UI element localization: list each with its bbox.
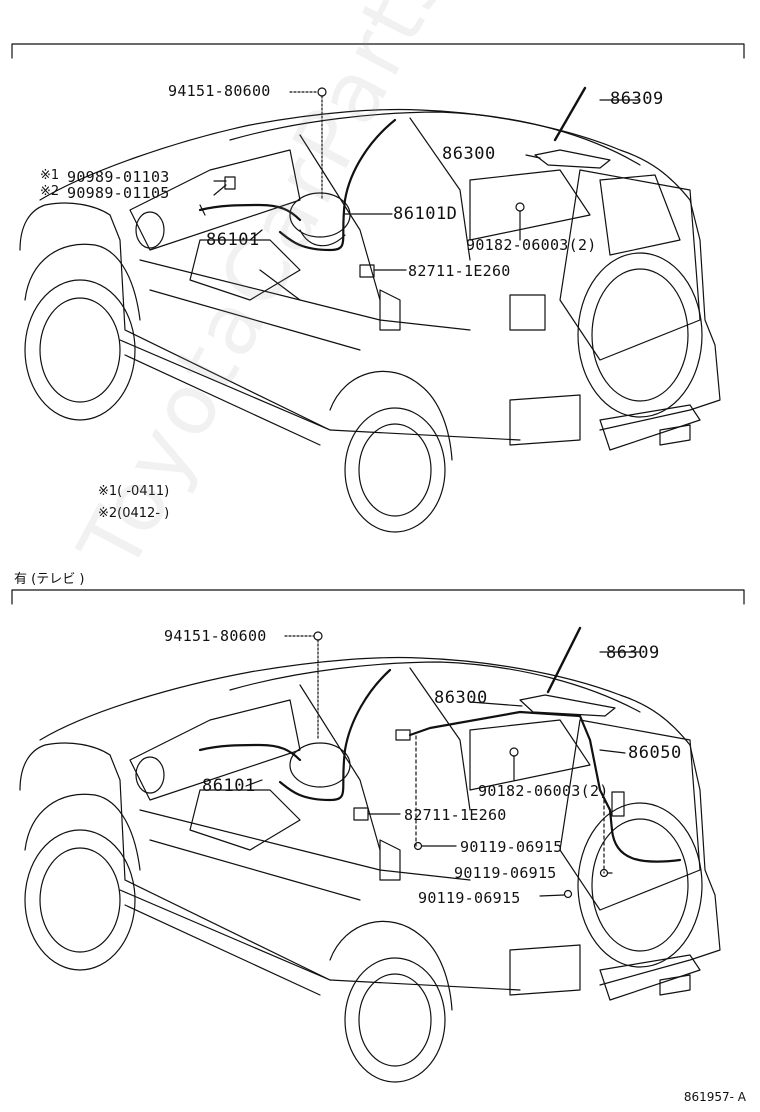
- part-86101-label-2: 86101: [202, 776, 256, 796]
- part-90182-label: 90182-06003(2): [466, 236, 597, 254]
- vehicle-drawing-top: [19, 86, 721, 533]
- section2-frame: [11, 589, 745, 605]
- part-86050-label: 86050: [628, 743, 682, 763]
- part-86101D-label: 86101D: [393, 204, 458, 224]
- part-86101-label: 86101: [206, 230, 260, 250]
- part-90119-label-a: 90119-06915: [460, 838, 563, 856]
- part-90119-label-b: 90119-06915: [454, 864, 557, 882]
- vehicle-drawing-bottom: [19, 626, 721, 1083]
- section1-frame: [11, 43, 745, 59]
- part-86300-label: 86300: [442, 144, 496, 164]
- footnote-1: ※1( -0411): [98, 484, 170, 499]
- part-90989-01105-label: 90989-01105: [67, 184, 170, 202]
- section2-header: 有 (テレビ ): [14, 572, 85, 587]
- mark-2: ※2: [40, 184, 60, 199]
- mark-1: ※1: [40, 168, 60, 183]
- part-90989-01103-label: 90989-01103: [67, 168, 170, 186]
- part-86309-label: 86309: [610, 89, 664, 109]
- part-82711-label: 82711-1E260: [408, 262, 511, 280]
- part-90119-label-c: 90119-06915: [418, 889, 521, 907]
- part-86300-label-2: 86300: [434, 688, 488, 708]
- part-94151-label: 94151-80600: [168, 82, 271, 100]
- footnote-2: ※2(0412- ): [98, 506, 170, 521]
- part-86309-label-2: 86309: [606, 643, 660, 663]
- part-90182-label-2: 90182-06003(2): [478, 782, 609, 800]
- part-82711-label-2: 82711-1E260: [404, 806, 507, 824]
- part-94151-label-2: 94151-80600: [164, 627, 267, 645]
- figure-code: 861957- A: [683, 1090, 746, 1104]
